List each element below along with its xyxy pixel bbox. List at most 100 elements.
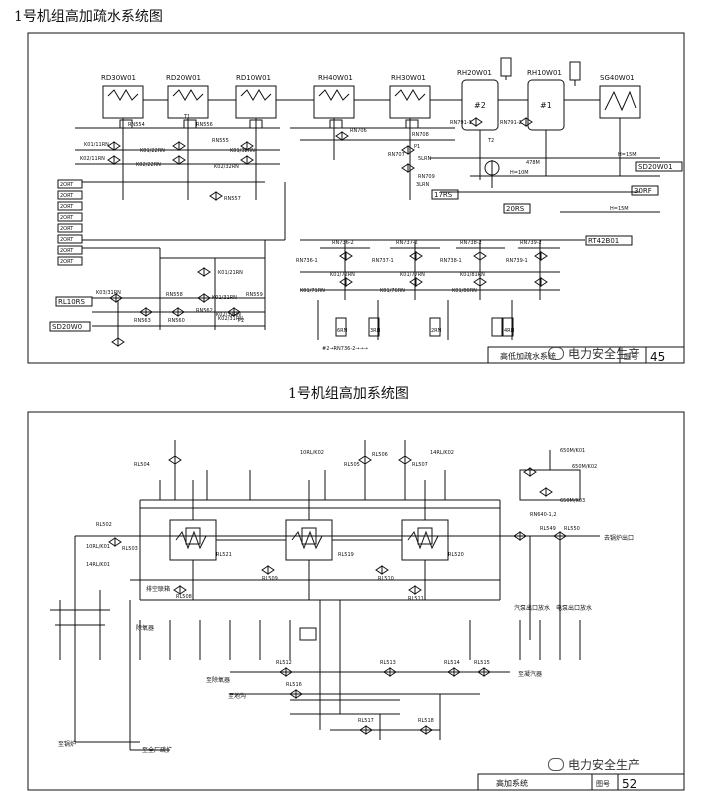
heater-label: RD30W01 — [101, 74, 136, 82]
diagram-label: RL549 — [540, 526, 556, 532]
diagram-label: RL512 — [276, 660, 292, 666]
diagram-label: P1 — [414, 144, 420, 150]
diagram-label: RN709 — [418, 174, 435, 180]
diagram-label: RN738-2 — [460, 240, 482, 246]
diagram-label: RN706 — [350, 128, 367, 134]
titleblock-num: 52 — [622, 777, 637, 791]
diagram-label: RN739-1 — [506, 258, 528, 264]
diagram-label: RL510 — [378, 576, 394, 582]
heater-label: RH40W01 — [318, 74, 353, 82]
diagram-label: 650M/K01 — [560, 448, 585, 454]
diagram-label: RN557 — [224, 196, 241, 202]
diagram-label: RN559 — [246, 292, 263, 298]
diagram-label: RN736-1 — [296, 258, 318, 264]
diagram-title-bottom: 1号机组高加系统图 — [288, 386, 409, 402]
diagram-label: K02/32RN — [216, 312, 241, 318]
diagram-label: RL511 — [408, 596, 424, 602]
diagram-label: H=15M — [618, 152, 637, 158]
hp-heater-1 — [169, 519, 217, 561]
left-tag: 2ORT — [60, 182, 74, 188]
diagram-label: K01/80RN — [452, 288, 477, 294]
diagram-label: K02/32RN — [214, 164, 239, 170]
diagram-label: 3LRN — [416, 182, 429, 188]
heater-label: RH30W01 — [391, 74, 426, 82]
diagram-label: RN708 — [412, 132, 429, 138]
diagram-label: RN736-2 — [332, 240, 354, 246]
diagram-label: RL503 — [122, 546, 138, 552]
diagram-label: K01/31RN — [212, 295, 237, 301]
diagram-label: RN562 — [196, 308, 213, 314]
left-tag: 2ORT — [60, 193, 74, 199]
watermark: 电力安全生产 — [548, 345, 640, 362]
top-frame — [27, 32, 685, 364]
diagram-label: 17RS — [434, 191, 453, 199]
diagram-label: K01/77RN — [400, 272, 425, 278]
diagram-label: RN737-2 — [396, 240, 418, 246]
titleblock-label: 图号 — [624, 353, 638, 361]
diagram-label: RN554 — [128, 122, 145, 128]
diagram-label: 至除氧器 — [206, 676, 230, 684]
diagram-label: K02/11RN — [80, 156, 105, 162]
titleblock-label: 图号 — [596, 780, 610, 788]
diagram-label: RL516 — [286, 682, 302, 688]
wechat-icon — [548, 758, 564, 771]
diagram-label: RN738-1 — [440, 258, 462, 264]
bottom-frame — [27, 411, 685, 791]
diagram-label: 478M — [526, 160, 540, 166]
left-tag: 2ORT — [60, 215, 74, 221]
diagram-label: RN560 — [168, 318, 185, 324]
diagram-label: 6RN — [337, 328, 348, 334]
titleblock-name: 高低加疏水系统 — [500, 351, 556, 361]
diagram-label: RN555 — [212, 138, 229, 144]
diagram-label: RL508 — [176, 594, 192, 600]
diagram-label: #2→RN736-2→→→ — [322, 346, 368, 352]
diagram-label: RL521 — [216, 552, 232, 558]
diagram-label: T2 — [487, 138, 494, 144]
diagram-label: RL514 — [444, 660, 460, 666]
diagram-label: RL504 — [134, 462, 150, 468]
diagram-label: K01/11RN — [84, 142, 109, 148]
diagram-label: K01/81RN — [460, 272, 485, 278]
heater-label: RH10W01 — [527, 69, 562, 77]
diagram-label: RN640-1,2 — [530, 512, 557, 518]
diagram-label: K01/71RN — [300, 288, 325, 294]
diagram-label: 3RN — [370, 328, 381, 334]
diagram-label: K02/22RN — [136, 162, 161, 168]
diagram-label: RL10RS — [58, 298, 86, 306]
diagram-label: 至全厂疏扩 — [142, 746, 172, 754]
diagram-label: K03/31RN — [96, 290, 121, 296]
diagram-label: RN791-1 — [450, 120, 472, 126]
diagram-label: 除氧器 — [136, 624, 154, 632]
diagram-label: K01/76RN — [380, 288, 405, 294]
diagram-label: RL520 — [448, 552, 464, 558]
diagram-label: 10RL/K02 — [300, 450, 324, 456]
heater-label: RH20W01 — [457, 69, 492, 77]
tank-label: #2 — [474, 101, 486, 110]
diagram-label: K01/72RN — [330, 272, 355, 278]
heater-label: SG40W01 — [600, 74, 635, 82]
diagram-label: 至地沟 — [228, 692, 246, 700]
diagram-label: K01/21RN — [218, 270, 243, 276]
diagram-label: 至锅炉 — [58, 740, 76, 748]
diagram-label: RT42B01 — [588, 237, 619, 245]
drain-header-label: 排空联箱 — [146, 585, 170, 593]
heater-label: RD20W01 — [166, 74, 201, 82]
diagram-label: SD20W0 — [52, 323, 82, 331]
diagram-label: RN558 — [166, 292, 183, 298]
diagram-label: SD20W01 — [638, 163, 673, 171]
diagram-label: RN707 — [388, 152, 405, 158]
diagram-label: T1 — [183, 114, 190, 120]
diagram-label: 650M/K02 — [572, 464, 597, 470]
diagram-label: RL507 — [412, 462, 428, 468]
diagram-label: 电泵出口放水 — [556, 604, 592, 612]
valves-top — [107, 117, 548, 347]
diagram-label: RN737-1 — [372, 258, 394, 264]
titleblock-name: 高加系统 — [496, 778, 528, 788]
diagram-label: H=10M — [510, 170, 529, 176]
heater-label: RD10W01 — [236, 74, 271, 82]
diagram-label: 去锅炉出口 — [604, 534, 634, 542]
diagram-label: RL550 — [564, 526, 580, 532]
diagram-label: RL505 — [344, 462, 360, 468]
diagram-label: 4RN — [504, 328, 515, 334]
